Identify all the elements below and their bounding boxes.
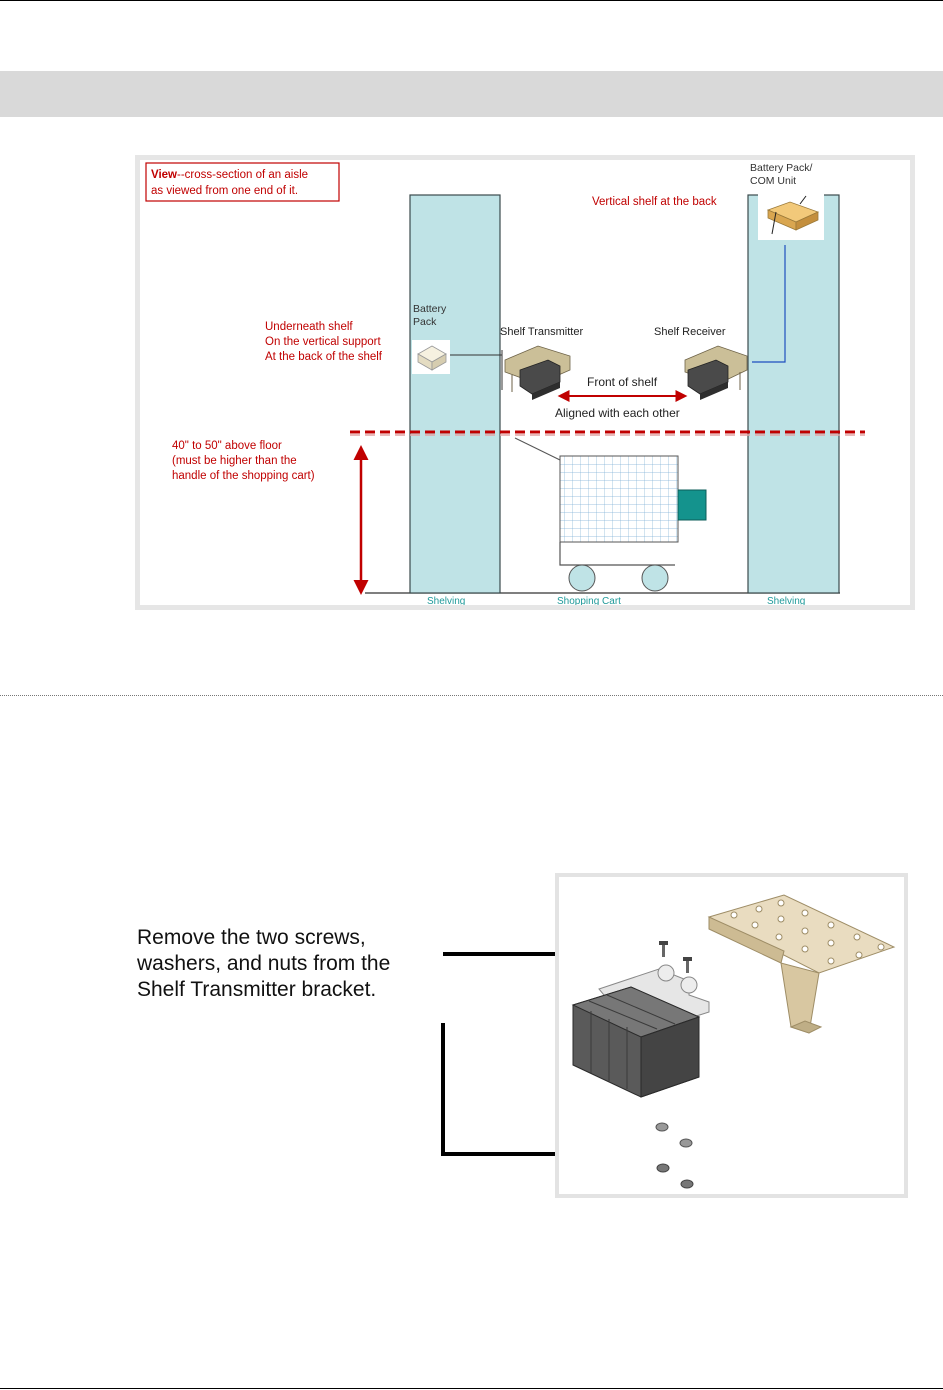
right-shelving: [747, 194, 840, 594]
front-of-shelf-label: Front of shelf: [587, 375, 658, 389]
battery-pack-icon: [412, 340, 450, 374]
height-note-line1: 40" to 50" above floor: [172, 440, 282, 452]
battery-com-label-line1: Battery Pack/: [750, 162, 813, 174]
section-divider: [0, 695, 943, 696]
callout-leader-bottom: [441, 1152, 631, 1156]
aligned-label: Aligned with each other: [555, 406, 680, 420]
bracket-illustration: [571, 894, 896, 1189]
section-header-band: [0, 71, 943, 117]
callout-text: Remove the two screws, washers, and nuts…: [137, 925, 447, 1003]
underneath-label-line1: Underneath shelf: [265, 321, 353, 333]
view-label-line1: View--cross-section of an aisle: [151, 169, 308, 181]
aisle-cross-section-figure: View--cross-section of an aisle as viewe…: [135, 155, 915, 610]
underneath-label-line2: On the vertical support: [265, 336, 382, 348]
height-note-line2: (must be higher than the: [172, 455, 297, 467]
callout-line1: Remove the two screws,: [137, 926, 366, 949]
shelf-transmitter-icon: [504, 345, 571, 400]
top-rule: [0, 0, 943, 1]
battery-pack-label-line1: Battery: [413, 303, 447, 315]
callout-leader-top: [443, 952, 638, 956]
bracket-disassembly-figure: [555, 873, 908, 1198]
shelf-transmitter-label: Shelf Transmitter: [500, 326, 583, 338]
screw-icon: [659, 941, 692, 973]
callout-leader-vertical: [441, 1023, 445, 1155]
battery-pack-label-line2: Pack: [413, 316, 437, 328]
left-shelving: [409, 194, 501, 594]
underneath-label-line3: At the back of the shelf: [265, 351, 383, 363]
battery-com-unit-icon: [758, 190, 824, 240]
shopping-cart-label: Shopping Cart: [557, 596, 621, 605]
mounting-plate-icon: [707, 894, 896, 1034]
com-unit-wire: [752, 245, 786, 363]
callout-line2: washers, and nuts from the: [137, 952, 391, 975]
transmitter-bracket-icon: [571, 964, 710, 1098]
bottom-rule: [0, 1388, 943, 1389]
battery-com-label-line2: COM Unit: [750, 175, 796, 187]
view-label-line2: as viewed from one end of it.: [151, 185, 298, 197]
cart-handle-line: [514, 437, 561, 461]
washer-nut-icon: [655, 1122, 694, 1189]
vertical-shelf-back-label: Vertical shelf at the back: [592, 196, 717, 208]
view-label-box: [145, 162, 340, 202]
shelf-receiver-label: Shelf Receiver: [654, 326, 726, 338]
shelf-receiver-icon: [684, 345, 748, 400]
aisle-diagram: View--cross-section of an aisle as viewe…: [145, 162, 865, 605]
shopping-cart-icon: [514, 437, 707, 592]
callout-line3: Shelf Transmitter bracket.: [137, 978, 377, 1001]
height-note-line3: handle of the shopping cart): [172, 470, 315, 482]
shelving-left-label: Shelving: [427, 596, 465, 605]
shelving-right-label: Shelving: [767, 596, 805, 605]
